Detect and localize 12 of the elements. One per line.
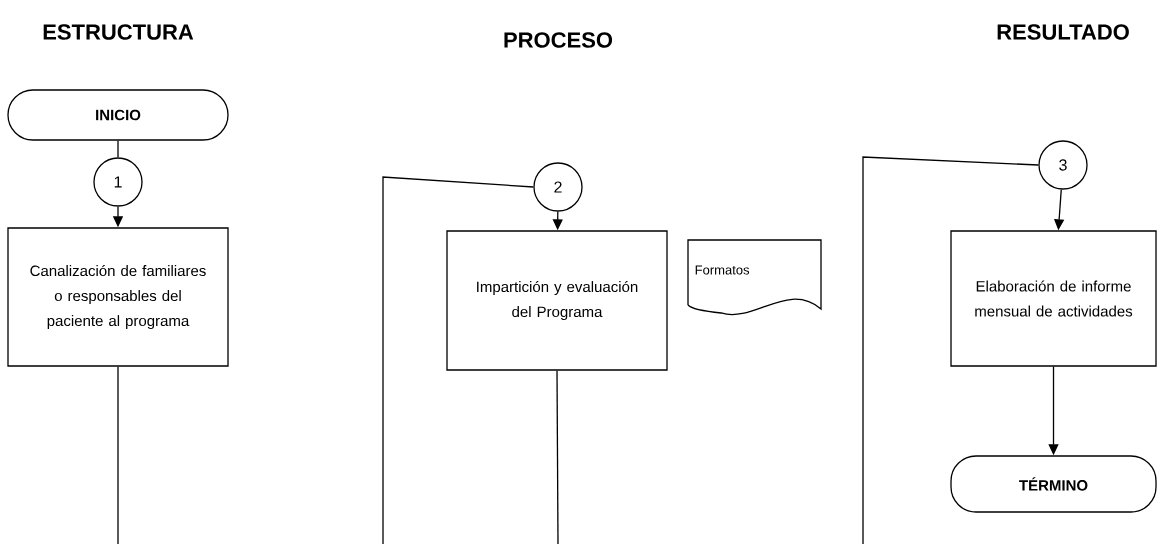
document-shape: Formatos xyxy=(687,239,822,316)
connector-line xyxy=(382,176,534,544)
process-box: Canalización de familiares o responsables del paciente al programa xyxy=(7,227,229,367)
column-heading: PROCESO xyxy=(504,32,613,48)
column-heading: ESTRUCTURA xyxy=(43,24,194,40)
column-heading: RESULTADO xyxy=(997,24,1129,40)
connector-line xyxy=(556,370,559,544)
process-box: Elaboración de informe mensual de actividades xyxy=(950,230,1157,367)
connector-line xyxy=(117,366,119,544)
process-box: Impartición y evaluación del Programa xyxy=(446,230,668,371)
connector-line xyxy=(862,156,1039,544)
connector-line xyxy=(117,140,119,158)
